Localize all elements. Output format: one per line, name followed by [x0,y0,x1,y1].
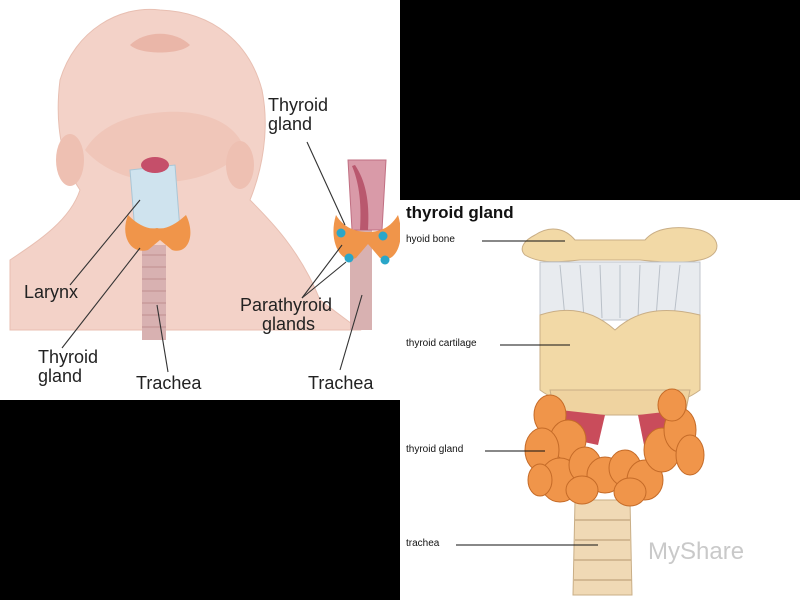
leader-lines-right [456,240,598,546]
label-thyroid-gland-top: Thyroid gland [268,96,328,134]
label-thyroid-gland-bottom: Thyroid gland [38,348,98,386]
thyroid-right [333,215,400,260]
trachea-left [142,245,166,340]
membrane-fibers [559,264,681,319]
thyroid-lobes [524,388,705,507]
trachea-rings [574,519,632,581]
label-thyroid-gland-top-line2: gland [268,113,313,134]
thyroid-diagram-panel: thyroid gland hyoid bone thyroid cartila… [400,200,800,600]
trachea [572,499,633,596]
watermark: MyShare [648,538,745,565]
label-thyroid-cartilage: thyroid cartilage [406,338,477,349]
trachea-rings-left [142,254,166,328]
label-thyroid-gland: thyroid gland [406,444,464,455]
jaw-shading [85,111,245,182]
label-thyroid-gland-bottom-line2: gland [38,365,83,386]
thyroid-left [125,215,191,251]
epiglottis-left [141,157,169,173]
label-parathyroid-glands: Parathyroid glands [240,296,332,334]
label-trachea: trachea [406,538,440,549]
ear-left [56,134,84,186]
parathyroid-1 [336,228,346,238]
label-hyoid-bone: hyoid bone [406,234,455,245]
label-thyroid-gland-top-line1: Thyroid [268,95,329,115]
hyoid-bone [521,227,718,263]
esophagus-right [352,165,369,230]
parathyroid-2 [344,253,354,263]
parathyroid-3 [378,231,388,241]
label-trachea-right: Trachea [308,373,374,393]
label-parathyroid-line1: Parathyroid [240,295,333,315]
label-trachea-left: Trachea [136,373,202,393]
thyroid-illustration [456,227,718,596]
parathyroid-4 [380,255,390,265]
label-thyroid-gland-bottom-line1: Thyroid [38,347,99,367]
label-parathyroid-line2: glands [262,313,316,334]
larynx-left [129,164,181,233]
diagram-title: thyroid gland [406,203,514,222]
neck-anatomy-panel: Thyroid gland Larynx Thyroid gland Trach… [0,0,400,400]
nose-lips [130,33,190,53]
label-larynx: Larynx [24,282,79,302]
leader-lines-left [61,141,363,373]
ear-right [226,141,254,189]
neck-illustration [9,8,400,373]
